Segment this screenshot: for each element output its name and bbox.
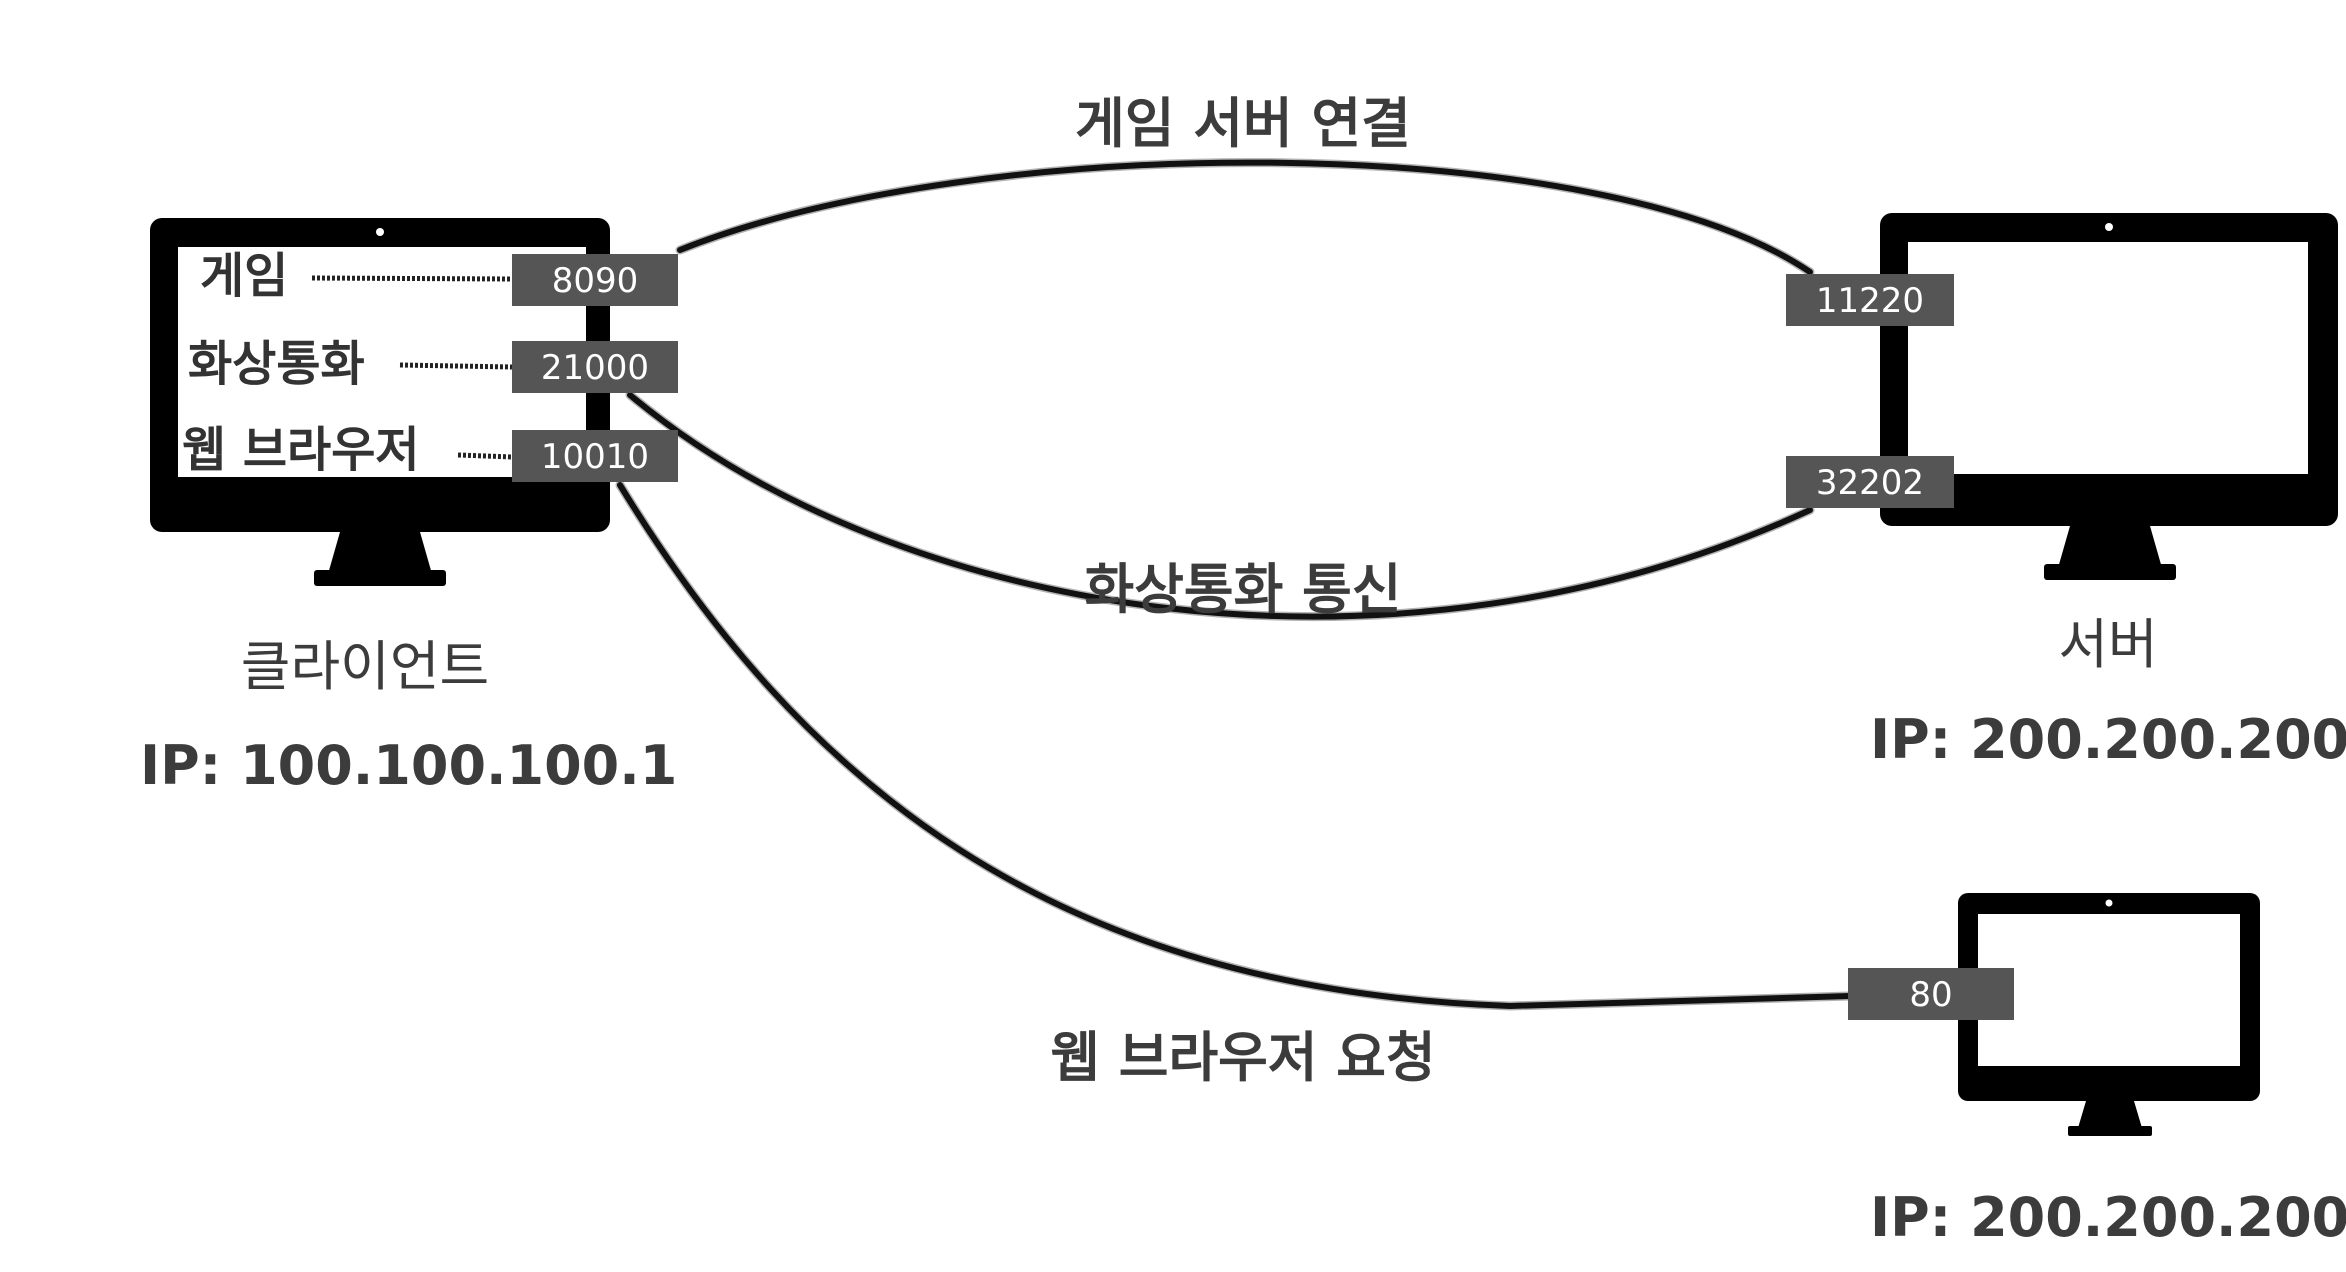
client-label: 클라이언트	[241, 635, 489, 698]
game-connection-line-fuzz	[675, 158, 1815, 277]
monitor-icon	[1958, 893, 2260, 1136]
server2-port-web: 80	[1848, 968, 2014, 1020]
server2-monitor: 80 IP: 200.200.200.3	[1848, 893, 2346, 1249]
video-connection-line	[627, 392, 1813, 620]
client-app-label-video: 화상통화	[188, 336, 365, 392]
client-app-label-game: 게임	[200, 248, 288, 304]
server1-label: 서버	[2058, 613, 2157, 676]
client-port-web-value: 10010	[541, 437, 649, 477]
client-ip: IP: 100.100.100.1	[140, 734, 677, 797]
server1-port-game-value: 11220	[1816, 281, 1924, 321]
server1-ip: IP: 200.200.200.2	[1870, 708, 2346, 771]
client-port-game-value: 8090	[552, 261, 639, 301]
connection-lines	[615, 158, 1855, 1011]
server1-port-game: 11220	[1786, 274, 1954, 326]
server1-port-video-value: 32202	[1816, 463, 1924, 503]
client-app-label-web: 웹 브라우저	[182, 422, 420, 478]
client-port-video-value: 21000	[541, 348, 649, 388]
client-monitor: 게임 화상통화 웹 브라우저 8090 21000 10010 클라이언트 IP…	[140, 218, 678, 797]
web-connection-label: 웹 브라우저 요청	[1050, 1026, 1435, 1089]
server1-monitor: 11220 32202 서버 IP: 200.200.200.2	[1786, 213, 2346, 771]
web-connection-line	[617, 482, 1853, 1010]
game-port-connector	[311, 275, 513, 282]
client-port-game: 8090	[512, 254, 678, 306]
server2-port-web-value: 80	[1909, 975, 1952, 1015]
web-port-connector	[457, 452, 513, 460]
video-port-connector	[399, 362, 513, 370]
monitor-icon	[1880, 213, 2338, 580]
server2-ip: IP: 200.200.200.3	[1870, 1186, 2346, 1249]
server1-port-video: 32202	[1786, 456, 1954, 508]
client-port-web: 10010	[512, 430, 678, 482]
video-connection-label: 화상통화 통신	[1085, 558, 1402, 621]
client-port-video: 21000	[512, 341, 678, 393]
game-connection-label: 게임 서버 연결	[1075, 92, 1411, 155]
game-connection-line	[677, 159, 1813, 275]
